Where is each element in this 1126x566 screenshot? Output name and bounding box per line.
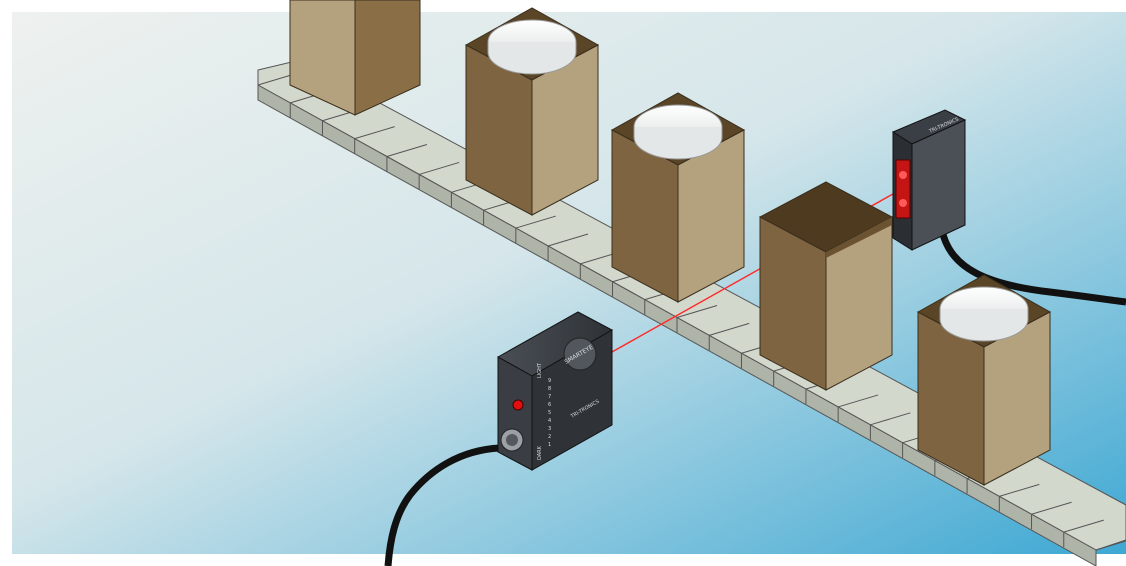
belt-slat: [354, 126, 395, 140]
smarteye-logo-icon: [563, 337, 597, 371]
belt-slat: [419, 161, 460, 175]
box-1: [289, 0, 421, 116]
belt-slat: [1031, 501, 1072, 515]
label-dark: DARK: [537, 445, 543, 460]
scale-digit: 1: [548, 442, 551, 448]
scale-digit: 9: [548, 378, 551, 384]
belt-slat: [515, 215, 556, 229]
box-4-empty: [758, 181, 894, 391]
box-3: [610, 92, 746, 303]
sensitivity-scale: 9 8 7 6 5 4 3 2 1: [548, 378, 551, 448]
receiver-sensor: TRI-TRONICS: [891, 109, 1126, 306]
belt-slat: [1095, 540, 1126, 551]
scale-digit: 7: [548, 394, 551, 400]
box-5: [916, 274, 1052, 486]
label-light: LIGHT: [537, 362, 543, 378]
scale-digit: 6: [548, 402, 551, 408]
scale-digit: 8: [548, 386, 551, 392]
belt-slat: [676, 305, 718, 318]
scale-digit: 2: [548, 434, 551, 440]
belt-slat: [999, 483, 1040, 497]
belt-slat: [870, 412, 911, 426]
smarteye-sensor: SMARTEYE LIGHT DARK TRI-TRONICS 98765432…: [384, 311, 614, 566]
scale-digit: 3: [548, 426, 551, 432]
belt-slat: [386, 144, 428, 158]
scale-digit: 4: [548, 418, 551, 424]
scale-digit: 5: [548, 410, 551, 416]
box-2: [464, 7, 600, 216]
belt-slat: [547, 233, 589, 247]
belt-slat: [838, 394, 879, 408]
belt-slat: [1063, 519, 1104, 533]
belt-slat: [709, 322, 750, 336]
status-led: [512, 399, 524, 411]
